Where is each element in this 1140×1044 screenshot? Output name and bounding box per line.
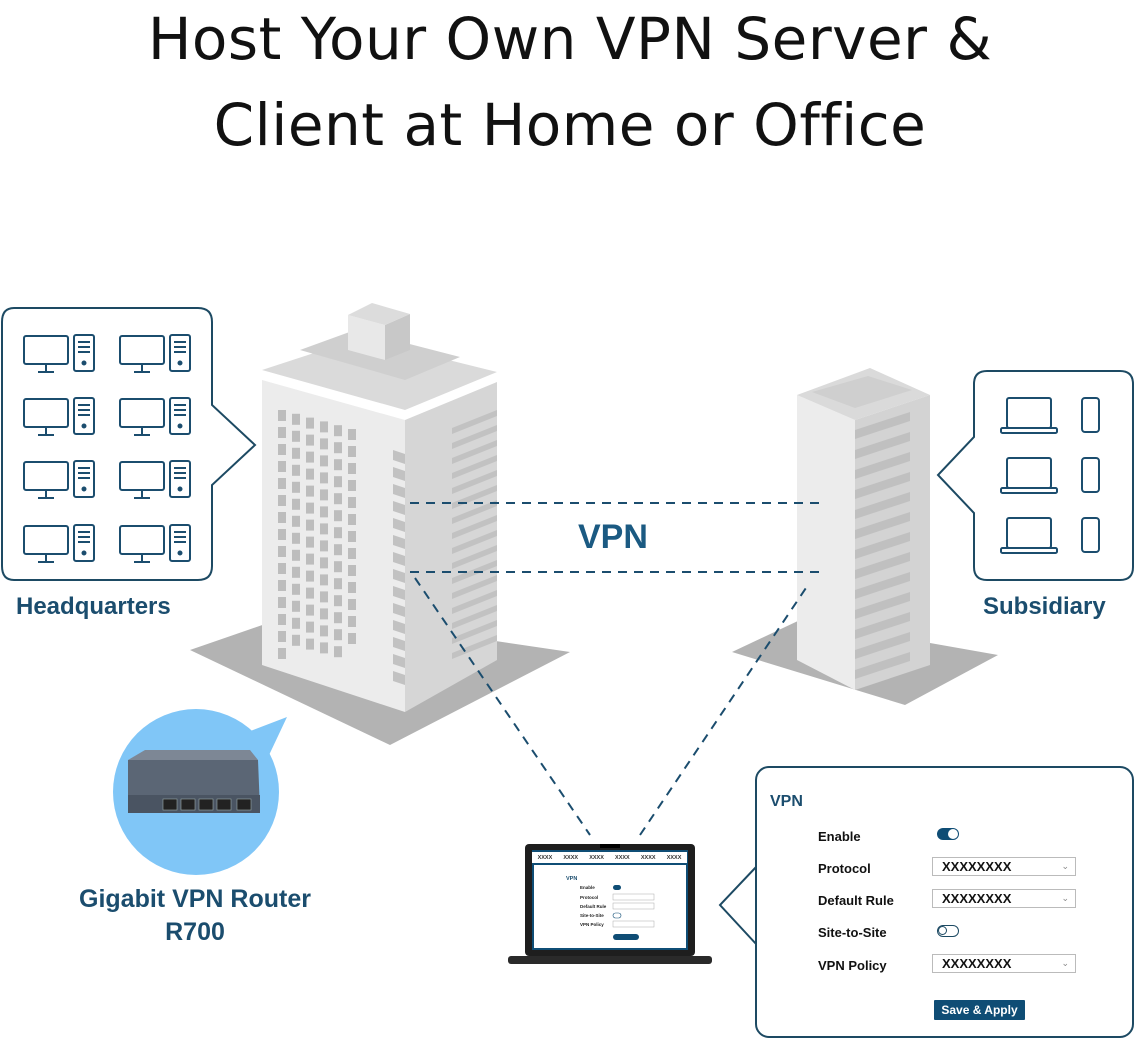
vpn-tunnel-lines [410,502,822,836]
vpn-policy-label: VPN Policy [818,958,887,973]
site-to-site-label: Site-to-Site [818,925,887,940]
enable-toggle[interactable] [937,828,959,840]
subsidiary-label: Subsidiary [983,593,1106,620]
laptop-nav-item: XXXX [615,854,630,861]
svg-text:Protocol: Protocol [580,895,598,900]
protocol-label: Protocol [818,861,871,876]
laptop-nav-item: XXXX [563,854,579,861]
laptop-nav-item: XXXX [640,854,656,861]
chevron-down-icon: ⌄ [1061,893,1069,903]
router-model: R700 [165,918,225,946]
svg-text:Enable: Enable [580,885,595,890]
laptop-nav-item: XXXX [589,854,604,861]
router-label: Gigabit VPN Router R700 [40,883,350,949]
laptop-phone-icon [1000,457,1100,494]
laptop-phone-icon [1000,517,1100,554]
svg-text:Default Rule: Default Rule [580,904,607,909]
laptop-screen-form: VPN Enable Protocol Default Rule Site-to… [566,876,655,940]
laptop-screen-nav: XXXX XXXX XXXX XXXX XXXX XXXX [532,852,687,863]
desktop-computer-icons [23,334,191,563]
desktop-computer-icon [23,460,95,499]
protocol-select[interactable]: XXXXXXXX ⌄ [932,857,1076,876]
router-name: Gigabit VPN Router [79,885,311,913]
enable-label: Enable [818,829,861,844]
default-rule-value: XXXXXXXX [942,891,1012,906]
default-rule-label: Default Rule [818,893,894,908]
save-apply-button[interactable]: Save & Apply [934,1000,1025,1020]
title-line-1: Host Your Own VPN Server & [147,5,993,73]
desktop-computer-icon [23,334,95,373]
desktop-computer-icon [119,460,191,499]
subsidiary-building [797,368,930,690]
subsidiary-devices-bubble [936,370,1134,581]
desktop-computer-icon [119,397,191,436]
hq-devices-bubble [1,307,257,581]
laptop-nav-item: XXXX [666,854,682,861]
chevron-down-icon: ⌄ [1061,958,1069,968]
protocol-value: XXXXXXXX [942,859,1012,874]
headquarters-label: Headquarters [16,593,171,620]
laptop-phone-icon [1000,397,1100,434]
site-to-site-toggle[interactable] [937,925,959,937]
chevron-down-icon: ⌄ [1061,861,1069,871]
vpn-label: VPN [578,518,648,556]
hq-building [262,303,497,712]
svg-text:VPN Policy: VPN Policy [580,922,604,927]
svg-text:VPN: VPN [566,876,577,882]
laptop-icon [508,844,712,964]
desktop-computer-icon [23,397,95,436]
laptop-phone-icons [1000,397,1100,554]
desktop-computer-icon [119,524,191,563]
page-title: Host Your Own VPN Server & Client at Hom… [0,0,1140,168]
title-line-2: Client at Home or Office [213,91,927,159]
panel-title: VPN [770,793,803,810]
svg-text:Site-to-Site: Site-to-Site [580,913,604,918]
vpn-settings-panel: VPN Enable Protocol XXXXXXXX ⌄ Default Ru… [755,766,1134,1038]
laptop-nav-item: XXXX [537,854,553,861]
vpn-policy-value: XXXXXXXX [942,956,1012,971]
router-bubble [113,709,287,875]
desktop-computer-icon [23,524,95,563]
desktop-computer-icon [119,334,191,373]
default-rule-select[interactable]: XXXXXXXX ⌄ [932,889,1076,908]
vpn-policy-select[interactable]: XXXXXXXX ⌄ [932,954,1076,973]
